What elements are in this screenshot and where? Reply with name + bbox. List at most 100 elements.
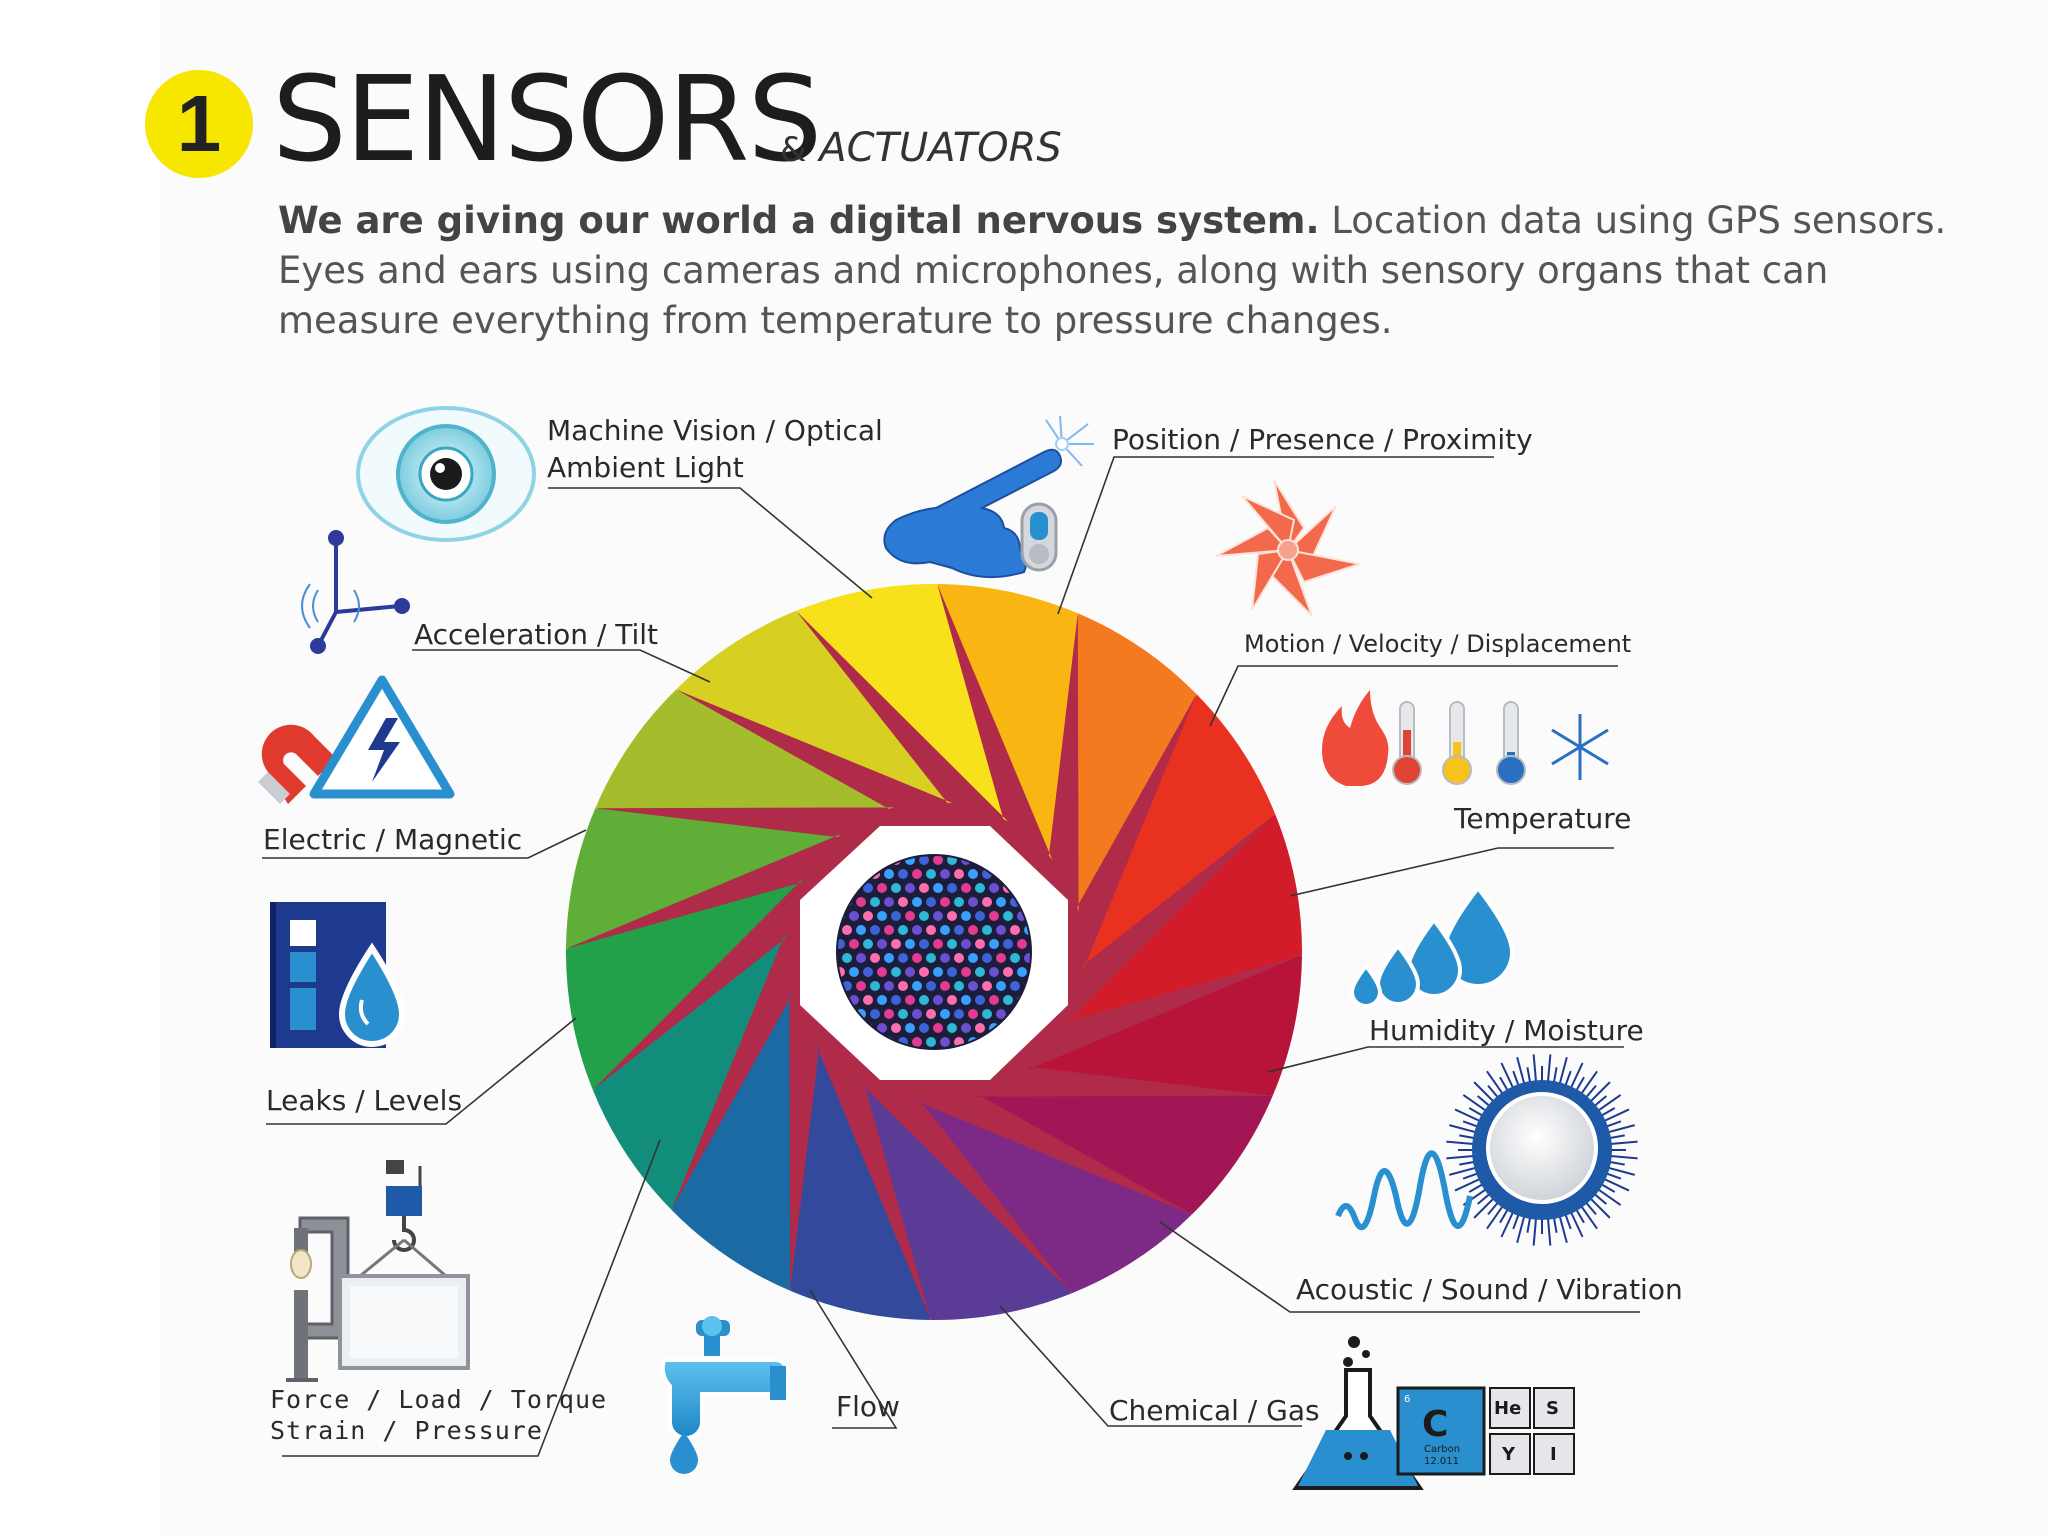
sphere-dot xyxy=(947,911,957,921)
accelerometer-axis-icon xyxy=(301,530,410,654)
sphere-dot xyxy=(989,883,999,893)
sphere-dot xyxy=(842,925,852,935)
sphere-dot xyxy=(926,981,936,991)
sphere-dot xyxy=(849,939,859,949)
sphere-dot xyxy=(842,953,852,963)
sphere-dot xyxy=(940,953,950,963)
sphere-dot xyxy=(891,1023,901,1033)
sphere-dot xyxy=(954,869,964,879)
wheel-segment xyxy=(973,1095,1273,1215)
magnet-electric-icon xyxy=(258,675,455,804)
sphere-dot xyxy=(870,925,880,935)
sphere-dot xyxy=(919,967,929,977)
label-humidity: Humidity / Moisture xyxy=(1369,1014,1644,1047)
sphere-dot xyxy=(877,939,887,949)
leader-position xyxy=(1057,456,1494,615)
sphere-dot xyxy=(884,981,894,991)
sphere-dot xyxy=(877,883,887,893)
sphere-dot xyxy=(968,1009,978,1019)
leader-humidity xyxy=(1267,1046,1624,1073)
sphere-dot xyxy=(982,1009,992,1019)
sphere-dot xyxy=(898,925,908,935)
tile-s: S xyxy=(1546,1398,1559,1419)
wheel-segment xyxy=(1026,955,1302,1096)
wheel-segment xyxy=(566,808,842,949)
sphere-dot xyxy=(849,911,859,921)
sphere-dot xyxy=(856,953,866,963)
label-position: Position / Presence / Proximity xyxy=(1112,423,1533,456)
leader-temperature xyxy=(1289,847,1614,897)
sphere-dot xyxy=(1010,981,1020,991)
sphere-dot xyxy=(912,981,922,991)
sphere-dot xyxy=(947,939,957,949)
sphere-dot xyxy=(954,981,964,991)
sphere-dot xyxy=(856,897,866,907)
faucet-flow-icon xyxy=(660,1316,788,1474)
wheel-segment xyxy=(860,1082,1072,1321)
sphere-dot xyxy=(975,995,985,1005)
sphere-dot xyxy=(919,856,929,865)
sphere-dot xyxy=(870,981,880,991)
label-acceleration: Acceleration / Tilt xyxy=(414,618,658,651)
eye-icon xyxy=(356,406,536,542)
sphere-dot xyxy=(933,967,943,977)
wheel-segment xyxy=(937,584,1078,860)
sphere-dot xyxy=(989,967,999,977)
sphere-dot xyxy=(954,925,964,935)
sphere-dot xyxy=(856,981,866,991)
temperature-icons xyxy=(1322,690,1609,786)
data-sphere xyxy=(836,854,1032,1050)
label-temperature: Temperature xyxy=(1453,802,1631,835)
sphere-dot xyxy=(940,925,950,935)
sphere-dot xyxy=(989,939,999,949)
sphere-dot xyxy=(905,939,915,949)
sphere-dot xyxy=(1010,953,1020,963)
leader-force xyxy=(282,1139,661,1457)
wheel-segment xyxy=(565,878,804,1090)
sphere-dot xyxy=(877,911,887,921)
sphere-dot xyxy=(905,1023,915,1033)
droplets-humidity-icon xyxy=(1349,884,1515,1008)
sphere-dot xyxy=(884,925,894,935)
sphere-dot xyxy=(933,911,943,921)
tank-leak-icon xyxy=(270,902,406,1048)
leader-lines xyxy=(262,456,1640,1457)
wheel-segment xyxy=(671,991,791,1291)
sphere-dot xyxy=(961,939,971,949)
sphere-dot xyxy=(863,995,873,1005)
label-flow: Flow xyxy=(836,1390,900,1423)
leader-leaks xyxy=(266,1017,577,1125)
sphere-dot xyxy=(1003,939,1013,949)
sphere-dot xyxy=(975,911,985,921)
label-force-1: Force / Load / Torque xyxy=(270,1385,607,1414)
wheel-segment xyxy=(676,610,953,804)
sphere-dot xyxy=(926,1009,936,1019)
wheel-segment xyxy=(592,933,786,1210)
sphere-dot xyxy=(870,1009,880,1019)
sphere-dot xyxy=(838,939,845,949)
sphere-dot xyxy=(975,967,985,977)
sphere-dot xyxy=(989,911,999,921)
leader-electric xyxy=(262,829,587,859)
carbon-symbol: C xyxy=(1422,1404,1448,1445)
acoustic-burst-icon xyxy=(1335,1054,1638,1246)
sphere-dot xyxy=(954,953,964,963)
sphere-dot xyxy=(884,869,894,879)
sphere-dot xyxy=(849,967,859,977)
sphere-dot xyxy=(982,925,992,935)
label-chemical: Chemical / Gas xyxy=(1109,1394,1320,1427)
label-electric: Electric / Magnetic xyxy=(263,823,522,856)
sphere-dot xyxy=(926,925,936,935)
sphere-dot xyxy=(975,883,985,893)
sphere-dot xyxy=(982,981,992,991)
sphere-dot xyxy=(968,897,978,907)
sphere-dot xyxy=(919,995,929,1005)
sphere-dot xyxy=(982,897,992,907)
tile-y: Y xyxy=(1501,1444,1516,1465)
sphere-dot xyxy=(996,925,1006,935)
sphere-dot xyxy=(940,1037,950,1047)
force-load-icon xyxy=(286,1160,470,1382)
sphere-dot xyxy=(926,897,936,907)
intro-paragraph: We are giving our world a digital nervou… xyxy=(278,196,1958,346)
